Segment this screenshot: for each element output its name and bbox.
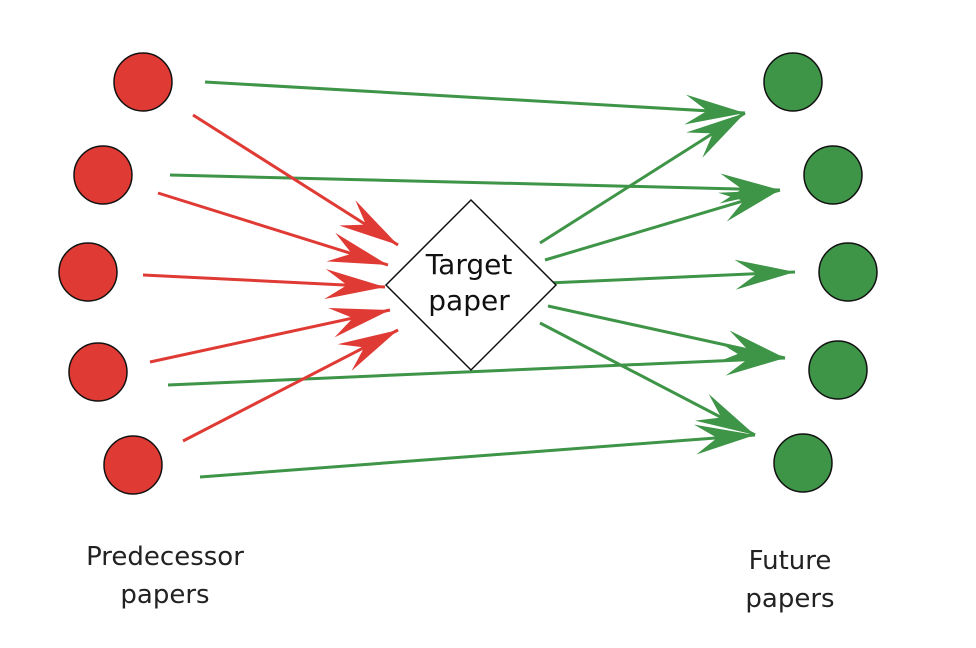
future-nodes <box>763 52 878 493</box>
arrow-future-4-to-target <box>547 304 786 360</box>
predecessor-caption: Predecessor papers <box>60 538 270 614</box>
predecessor-node <box>68 342 128 402</box>
future-caption-line2: papers <box>745 584 835 614</box>
arrow-target-to-pred-5 <box>182 328 399 443</box>
future-node <box>818 242 878 302</box>
predecessor-node <box>58 242 118 302</box>
future-node <box>773 433 833 493</box>
arrow-future-1-to-pred-1 <box>204 80 746 125</box>
future-to-predecessor-arrows <box>167 80 786 479</box>
predecessor-nodes <box>58 52 173 495</box>
future-caption: Future papers <box>700 542 880 618</box>
arrow-future-5-to-target <box>539 321 756 437</box>
future-node <box>803 145 863 205</box>
target-to-predecessor-arrows <box>142 113 399 443</box>
arrow-future-3-to-target <box>547 259 796 290</box>
future-to-target-arrows <box>539 111 796 437</box>
predecessor-caption-line2: papers <box>120 580 210 610</box>
target-diamond <box>384 198 558 372</box>
arrow-future-2-to-pred-2 <box>169 173 781 204</box>
predecessor-node <box>113 52 173 112</box>
future-node <box>808 340 868 400</box>
arrow-target-to-pred-1 <box>192 113 399 247</box>
target-paper-node: Target paper <box>384 198 558 372</box>
arrow-future-5-to-pred-5 <box>199 424 756 479</box>
arrow-target-to-pred-2 <box>157 191 389 267</box>
arrow-future-2-to-target <box>544 188 781 262</box>
future-caption-line1: Future <box>748 546 832 576</box>
arrow-target-to-pred-3 <box>142 269 386 300</box>
predecessor-caption-line1: Predecessor <box>86 542 244 572</box>
arrow-target-to-pred-4 <box>149 308 391 364</box>
future-node <box>763 52 823 112</box>
arrow-future-1-to-target <box>539 111 746 245</box>
target-label-line2: paper <box>428 284 510 317</box>
predecessor-node <box>103 435 163 495</box>
arrow-future-4-to-pred-4 <box>167 345 786 387</box>
target-label-line1: Target <box>425 248 513 281</box>
predecessor-node <box>73 145 133 205</box>
